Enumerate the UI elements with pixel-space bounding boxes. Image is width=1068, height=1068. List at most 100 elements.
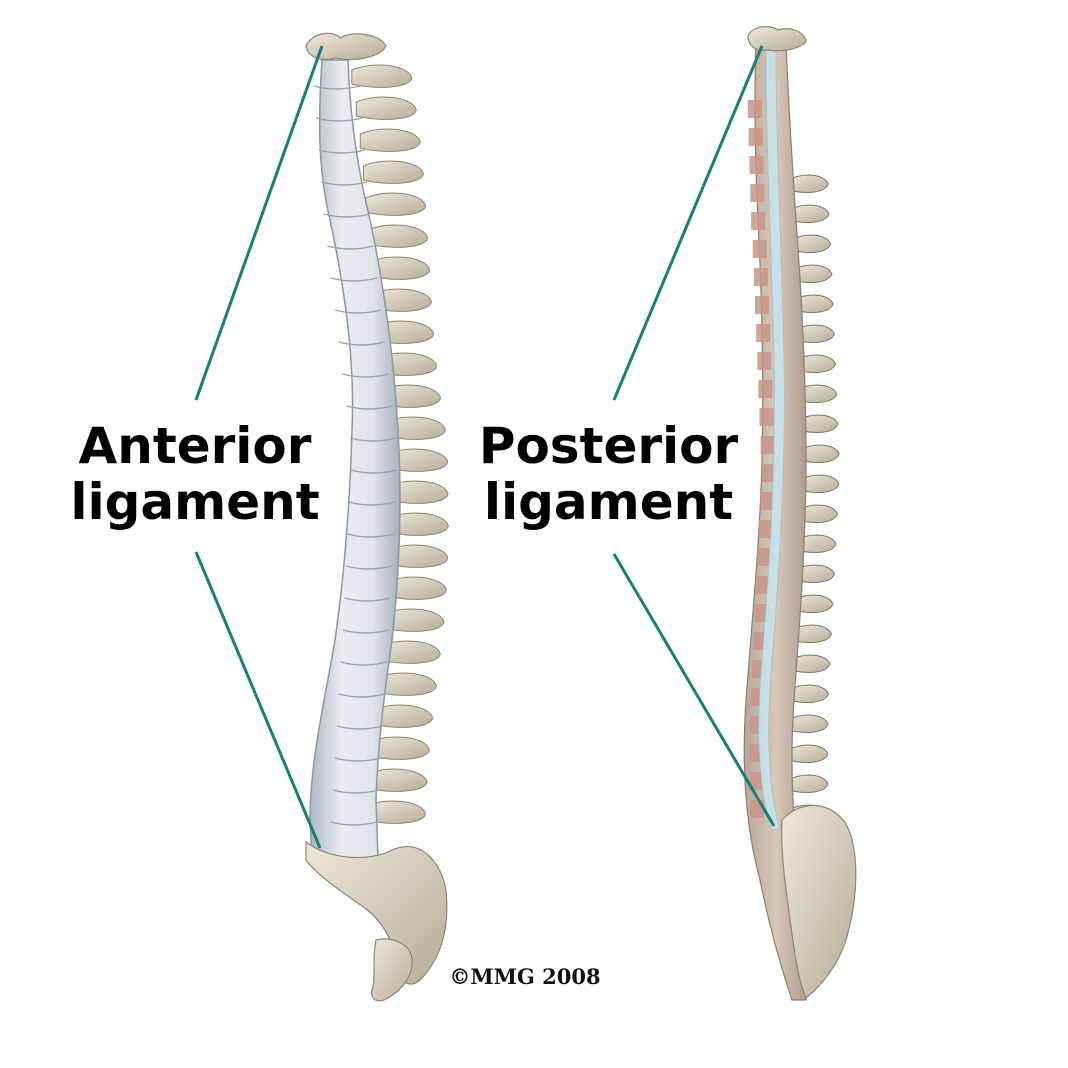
posterior-muscle-stripe xyxy=(749,156,764,174)
anterior-disc-line xyxy=(342,629,389,634)
posterior-muscle-stripe xyxy=(758,380,773,398)
posterior-ligament-label: Posterior ligament xyxy=(476,418,741,530)
anterior-disc-line xyxy=(327,245,374,250)
posterior-muscle-stripe xyxy=(753,268,768,286)
anterior-vertebra-process xyxy=(365,192,427,216)
anterior-leader-top xyxy=(194,45,324,401)
anterior-vertebra-process xyxy=(355,96,417,120)
posterior-spinous-process xyxy=(787,774,829,793)
posterior-muscle-stripe xyxy=(761,464,776,482)
posterior-spinous-process xyxy=(792,594,834,613)
anterior-leader-bottom xyxy=(194,551,322,849)
posterior-spinous-process xyxy=(796,384,838,403)
anterior-disc-line xyxy=(345,565,393,570)
posterior-muscle-stripe xyxy=(759,408,774,426)
anterior-spine-figure xyxy=(305,32,449,1002)
posterior-muscle-stripe xyxy=(747,100,762,118)
posterior-muscle-stripe xyxy=(757,352,772,370)
posterior-spinous-process xyxy=(787,174,829,193)
posterior-muscle-stripe xyxy=(748,128,763,146)
anterior-disc-line xyxy=(334,757,382,762)
anterior-disc-line xyxy=(346,405,393,410)
anterior-disc-line xyxy=(321,181,368,186)
anterior-vertebra-process xyxy=(387,544,449,568)
posterior-muscle-stripe xyxy=(752,240,767,258)
anterior-vertebra-process xyxy=(351,64,413,88)
anterior-vertebra-process xyxy=(370,288,432,312)
anterior-disc-line xyxy=(330,821,378,826)
anterior-vertebra-process xyxy=(366,768,428,792)
posterior-spinous-process xyxy=(797,414,839,433)
anterior-label-line1: Anterior xyxy=(78,417,312,475)
anterior-vertebra-process xyxy=(387,480,449,504)
anterior-vertebra-process xyxy=(379,640,441,664)
anterior-disc-line xyxy=(344,597,391,602)
anterior-disc-lines xyxy=(313,85,397,826)
posterior-muscle-stripe xyxy=(750,772,764,790)
posterior-muscle-stripe xyxy=(759,520,773,538)
posterior-muscle-stripe xyxy=(756,576,771,594)
posterior-spinous-process xyxy=(798,444,840,463)
anterior-vertebra-process xyxy=(372,704,434,728)
anterior-disc-line xyxy=(349,501,396,506)
anterior-disc-line xyxy=(347,533,394,538)
posterior-label-line1: Posterior xyxy=(478,417,739,475)
anterior-disc-line xyxy=(332,789,380,794)
anterior-vertebra-process xyxy=(385,576,447,600)
posterior-muscle-stripe xyxy=(757,548,772,566)
posterior-muscle-stripe xyxy=(760,492,775,510)
anterior-disc-line xyxy=(334,309,382,314)
anterior-coccyx xyxy=(371,938,413,1002)
posterior-muscle-stripe xyxy=(755,296,770,314)
posterior-spinous-process xyxy=(798,474,840,493)
anterior-vertebra-process xyxy=(383,608,445,632)
anterior-disc-line xyxy=(336,725,383,730)
posterior-spinous-process xyxy=(795,534,837,553)
anterior-ligament-label: Anterior ligament xyxy=(70,418,320,530)
anterior-label-line2: ligament xyxy=(70,473,320,531)
anterior-disc-line xyxy=(318,149,366,154)
posterior-muscle-stripe xyxy=(760,436,775,454)
anterior-disc-line xyxy=(330,277,378,282)
posterior-leader-top xyxy=(612,45,764,401)
anterior-disc-line xyxy=(313,85,360,90)
anterior-vertebra-process xyxy=(387,448,449,472)
anterior-vertebra-process xyxy=(384,416,446,440)
posterior-spinous-process xyxy=(787,714,829,733)
anterior-vertebra-process xyxy=(368,736,430,760)
anterior-vertebra-process xyxy=(362,160,424,184)
posterior-spinous-process xyxy=(794,564,836,583)
copyright-notice: ©MMG 2008 xyxy=(449,964,601,989)
anterior-disc-line xyxy=(342,373,389,378)
anterior-disc-line xyxy=(338,341,385,346)
posterior-spinous-process xyxy=(792,294,834,313)
anterior-disc-line xyxy=(350,469,397,474)
anterior-disc-line xyxy=(323,213,371,218)
posterior-spinous-process xyxy=(791,264,833,283)
posterior-label-line2: ligament xyxy=(483,473,734,531)
posterior-sacrum xyxy=(781,804,857,999)
anterior-sacrum xyxy=(305,840,448,985)
anterior-vertebra-process xyxy=(369,256,431,280)
anterior-vertebra-process xyxy=(359,128,421,152)
anterior-disc-line xyxy=(340,661,387,666)
posterior-leader-bottom xyxy=(612,553,776,827)
posterior-spinous-process xyxy=(789,654,831,673)
anterior-vertebra-process xyxy=(367,224,429,248)
anterior-vertebra-process xyxy=(375,672,437,696)
anterior-atlas xyxy=(305,32,387,61)
anterior-vertebra-process xyxy=(387,512,449,536)
anterior-disc-line xyxy=(338,693,385,698)
posterior-spine-figure xyxy=(743,26,857,1001)
posterior-muscle-stripe xyxy=(751,212,766,230)
posterior-ligament-ribbon xyxy=(758,49,785,831)
anterior-vertebra-process xyxy=(365,800,427,824)
posterior-muscle-stripe xyxy=(750,184,765,202)
posterior-atlas xyxy=(747,26,807,52)
anterior-disc-line xyxy=(316,117,363,122)
posterior-muscle-stripe xyxy=(756,324,771,342)
anterior-disc-line xyxy=(350,437,397,442)
leader-lines xyxy=(194,45,776,849)
posterior-vertebral-processes xyxy=(787,174,840,823)
